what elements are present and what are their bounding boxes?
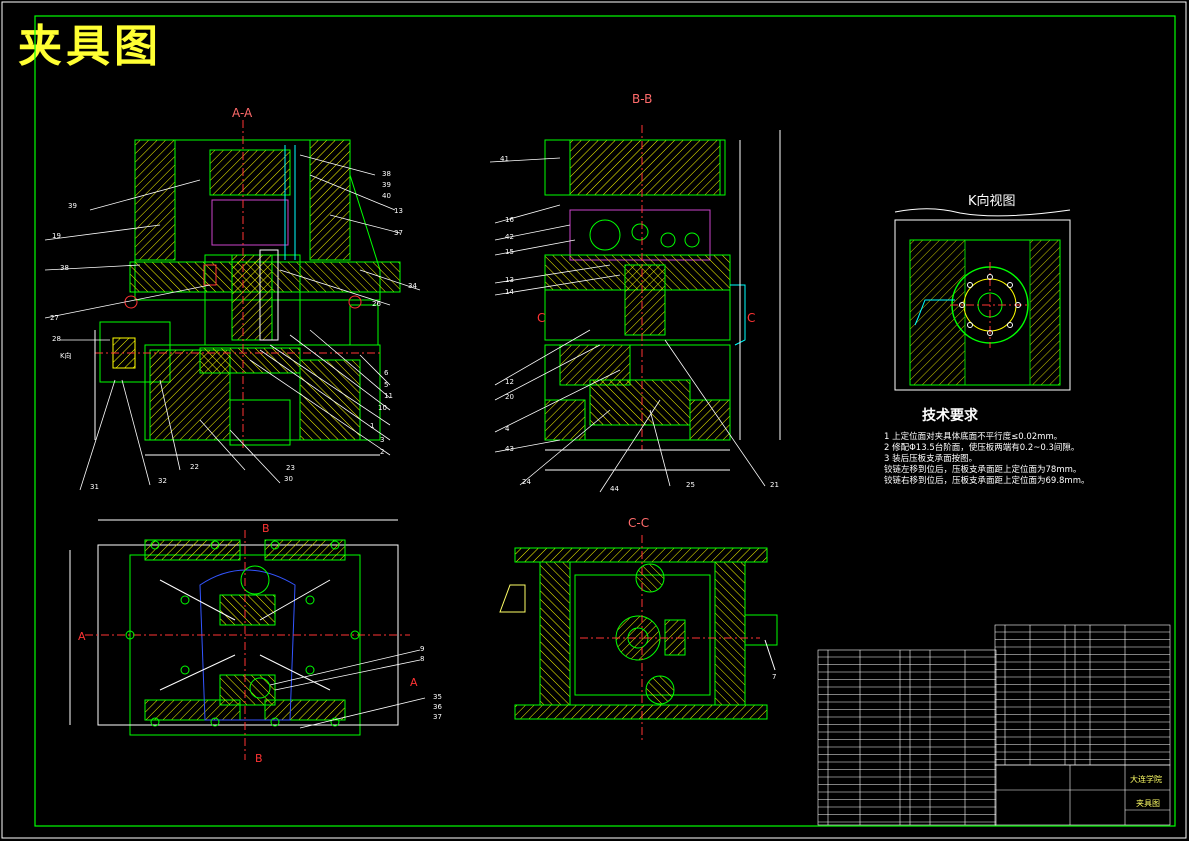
svg-text:36: 36: [433, 703, 442, 711]
svg-text:26: 26: [372, 300, 381, 308]
svg-text:35: 35: [433, 693, 442, 701]
k-view-bolt-circle: [959, 274, 1021, 336]
view-plan: [69, 519, 410, 760]
svg-text:13: 13: [394, 207, 403, 215]
tech-requirements-list: 1 上定位面对夹具体底面不平行度≤0.02mm。 2 修配Φ13.5台阶面，使压…: [884, 432, 1090, 487]
svg-text:13: 13: [505, 276, 514, 284]
svg-text:25: 25: [686, 481, 695, 489]
section-mark-b-top: B: [262, 522, 270, 535]
svg-text:22: 22: [190, 463, 199, 471]
tech-requirements-heading: 技术要求: [922, 408, 978, 424]
svg-text:9: 9: [420, 645, 424, 653]
svg-text:39: 39: [382, 181, 391, 189]
svg-text:14: 14: [505, 288, 514, 296]
svg-text:43: 43: [505, 445, 514, 453]
svg-text:40: 40: [382, 192, 391, 200]
svg-text:32: 32: [158, 477, 167, 485]
section-mark-c-right: C: [747, 311, 755, 325]
leaders-plan: [269, 649, 426, 729]
tech-note: 2 修配Φ13.5台阶面，使压板两端有0.2~0.3间隙。: [884, 443, 1080, 453]
svg-text:12: 12: [505, 378, 514, 386]
title-block-school: 大连学院: [1130, 775, 1162, 784]
inner-border: [34, 15, 1176, 827]
tech-note: 铰链左移到位后，压板支承面距上定位面为78mm。: [884, 465, 1082, 475]
section-mark-a-right: A: [410, 676, 418, 689]
svg-text:28: 28: [52, 335, 61, 343]
view-label-bb: B-B: [632, 92, 653, 106]
svg-text:38: 38: [382, 170, 391, 178]
svg-text:24: 24: [522, 478, 531, 486]
parts-list-left: [817, 649, 997, 826]
svg-text:27: 27: [50, 314, 59, 322]
svg-text:8: 8: [420, 655, 424, 663]
svg-text:38: 38: [60, 264, 69, 272]
balloon-numbers-bb: 41 16 42 15 13 14 12 20 4 43 24 44 25 21: [500, 155, 779, 493]
tech-note: 3 装后压板支承面按图。: [884, 454, 978, 464]
view-label-aa: A-A: [232, 106, 253, 120]
view-aa: [94, 120, 401, 456]
svg-text:31: 31: [90, 483, 99, 491]
svg-text:2: 2: [380, 448, 384, 456]
view-bb: [544, 125, 781, 471]
svg-text:1: 1: [370, 422, 374, 430]
leaders-aa: [44, 154, 421, 491]
svg-text:30: 30: [284, 475, 293, 483]
view-k: [894, 208, 1071, 391]
section-mark-a-left: A: [78, 630, 86, 643]
svg-text:37: 37: [394, 229, 403, 237]
view-label-k: K向视图: [968, 194, 1016, 209]
svg-text:42: 42: [505, 233, 514, 241]
section-mark-c-left: C: [537, 311, 545, 325]
tech-note: 1 上定位面对夹具体底面不平行度≤0.02mm。: [884, 432, 1063, 442]
view-cc: [499, 535, 778, 740]
svg-text:15: 15: [505, 248, 514, 256]
svg-text:41: 41: [500, 155, 509, 163]
svg-text:34: 34: [408, 282, 417, 290]
title-block: [994, 764, 1171, 826]
balloon-numbers-plan: 9 8 35 36 37: [420, 645, 442, 721]
svg-text:16: 16: [505, 216, 514, 224]
svg-text:19: 19: [52, 232, 61, 240]
svg-text:3: 3: [380, 436, 384, 444]
view-label-cc: C-C: [628, 516, 650, 530]
svg-text:20: 20: [505, 393, 514, 401]
svg-text:6: 6: [384, 369, 389, 377]
svg-text:44: 44: [610, 485, 619, 493]
svg-text:11: 11: [384, 392, 393, 400]
section-mark-b-bottom: B: [255, 752, 263, 765]
drawing-title: 夹具图: [18, 21, 162, 72]
title-block-drawing-name: 夹具图: [1136, 799, 1160, 808]
parts-list-rows: [818, 631, 1170, 823]
svg-text:K向: K向: [60, 351, 72, 360]
svg-text:5: 5: [384, 381, 388, 389]
svg-text:39: 39: [68, 202, 77, 210]
svg-text:4: 4: [505, 425, 510, 433]
leaders-bb: [489, 157, 766, 493]
svg-text:21: 21: [770, 481, 779, 489]
plan-bolt-holes: [125, 540, 360, 727]
svg-text:37: 37: [433, 713, 442, 721]
balloon-number-cc: 7: [772, 673, 776, 681]
parts-list-right: [994, 624, 1171, 766]
svg-text:10: 10: [378, 404, 387, 412]
svg-text:23: 23: [286, 464, 295, 472]
tech-note: 铰链右移到位后，压板支承面距上定位面为69.8mm。: [884, 476, 1090, 486]
